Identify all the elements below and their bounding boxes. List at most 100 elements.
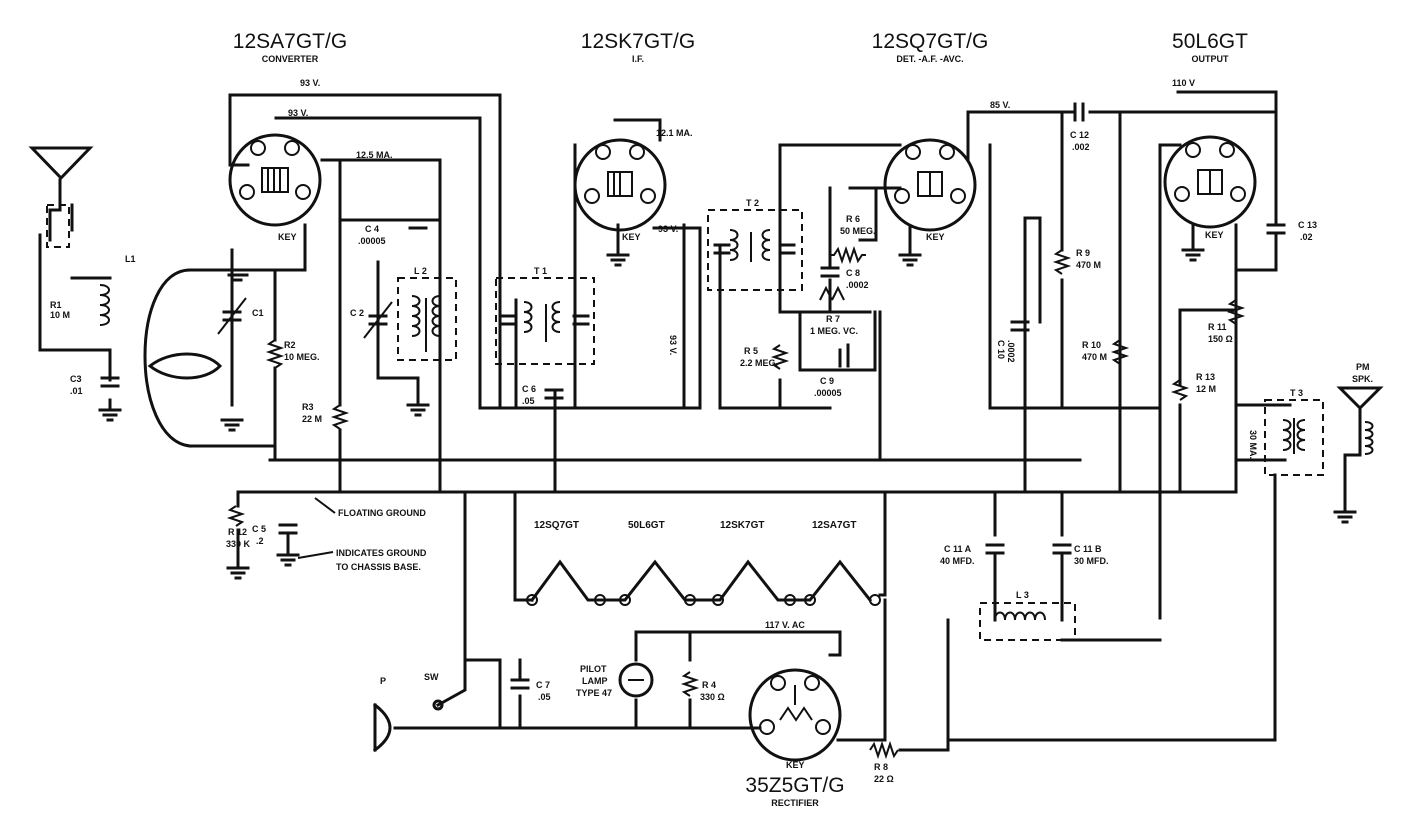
- tube5-type: 35Z5GT/G: [745, 774, 844, 797]
- label-c11a-value: 40 MFD.: [940, 556, 975, 566]
- label-r13: R 13: [1196, 372, 1215, 382]
- label-c1: C1: [252, 308, 264, 318]
- capacitors: [100, 102, 1286, 690]
- label-r7-value: 1 MEG. VC.: [810, 326, 858, 336]
- note-chassis-2: TO CHASSIS BASE.: [336, 562, 421, 572]
- tube5-key: KEY: [786, 760, 805, 770]
- wiring: [38, 90, 1292, 752]
- label-c4: C 4: [365, 224, 379, 234]
- tube1-key: KEY: [278, 232, 297, 242]
- t1-shield: [495, 277, 595, 365]
- label-r2-value: 10 MEG.: [284, 352, 320, 362]
- coils: [99, 229, 1374, 621]
- filament-label-1: 12SQ7GT: [534, 520, 579, 531]
- filament-string: [529, 559, 873, 603]
- antenna-icon: [28, 146, 94, 181]
- tube4-function: OUTPUT: [1192, 54, 1230, 64]
- label-c8-value: .0002: [846, 280, 869, 290]
- tube4-type: 50L6GT: [1172, 30, 1248, 53]
- label-c7: C 7: [536, 680, 550, 690]
- tube1-socket: [228, 133, 322, 227]
- r1-shield: [46, 204, 70, 248]
- label-r12-value: 330 K: [226, 539, 251, 549]
- label-c12: C 12: [1070, 130, 1089, 140]
- label-ac: 117 V. AC: [765, 620, 805, 630]
- label-c12-value: .002: [1072, 142, 1090, 152]
- tube3-type: 12SQ7GT/G: [872, 30, 989, 53]
- label-v3: 12.5 MA.: [356, 150, 393, 160]
- tube1-function: CONVERTER: [262, 54, 319, 64]
- label-c13-value: .02: [1300, 232, 1313, 242]
- chassis-ground-pointer: [297, 551, 334, 559]
- label-r3: R3: [302, 402, 314, 412]
- floating-ground-pointer: [314, 497, 336, 514]
- label-pilot-2: LAMP: [582, 676, 608, 686]
- tube-pins: [239, 140, 1246, 735]
- label-spk: SPK.: [1352, 374, 1373, 384]
- pilot-lamp-icon: [618, 662, 654, 698]
- label-c10: C 10: [996, 340, 1006, 359]
- label-c9: C 9: [820, 376, 834, 386]
- label-c6-value: .05: [522, 396, 535, 406]
- label-r12: R 12: [228, 527, 247, 537]
- t2-shield: [707, 209, 803, 291]
- label-r1-value: 10 M: [50, 310, 70, 320]
- label-c4-value: .00005: [358, 236, 386, 246]
- label-r7: R 7: [826, 314, 840, 324]
- t3-shield: [1264, 399, 1324, 476]
- label-r6: R 6: [846, 214, 860, 224]
- label-c5: C 5: [252, 524, 266, 534]
- tube2-type: 12SK7GT/G: [581, 30, 695, 53]
- label-r10-value: 470 M: [1082, 352, 1107, 362]
- speaker-lead: [1343, 406, 1362, 482]
- ground-symbols: [98, 223, 1357, 580]
- label-r9: R 9: [1076, 248, 1090, 258]
- tube2-function: I.F.: [632, 54, 644, 64]
- label-r5-value: 2.2 MEG.: [740, 358, 778, 368]
- ac-plug-icon: [372, 702, 392, 753]
- label-r1: R1: [50, 300, 62, 310]
- label-r11: R 11: [1208, 322, 1227, 332]
- tube4-socket: [1163, 135, 1257, 229]
- label-pilot-1: PILOT: [580, 664, 607, 674]
- label-c10-value: .0002: [1006, 340, 1016, 363]
- label-c13: C 13: [1298, 220, 1317, 230]
- label-r9-value: 470 M: [1076, 260, 1101, 270]
- tube3-socket: [883, 138, 977, 232]
- label-r4: R 4: [702, 680, 716, 690]
- label-v5: 93 V.: [658, 224, 678, 234]
- label-r6-value: 50 MEG.: [840, 226, 876, 236]
- label-c11b: C 11 B: [1074, 544, 1102, 554]
- label-r2: R2: [284, 340, 296, 350]
- label-c9-value: .00005: [814, 388, 842, 398]
- label-c3: C3: [70, 374, 82, 384]
- label-r11-value: 150 Ω: [1208, 334, 1233, 344]
- label-v9: 30 MA.: [1248, 430, 1258, 459]
- resistors: [226, 245, 1246, 760]
- note-floating-ground: FLOATING GROUND: [338, 508, 426, 518]
- label-p: P: [380, 676, 386, 686]
- label-r3-value: 22 M: [302, 414, 322, 424]
- tube3-function: DET. -A.F. -AVC.: [896, 54, 963, 64]
- tube5-socket: [748, 668, 842, 762]
- label-t1: T 1: [534, 266, 547, 276]
- label-c2: C 2: [350, 308, 364, 318]
- tube5-function: RECTIFIER: [771, 798, 819, 808]
- l2-shield: [397, 277, 457, 361]
- label-r13-value: 12 M: [1196, 384, 1216, 394]
- filament-label-2: 50L6GT: [628, 520, 665, 531]
- label-c8: C 8: [846, 268, 860, 278]
- label-v1: 93 V.: [300, 78, 320, 88]
- filament-label-4: 12SA7GT: [812, 520, 856, 531]
- label-r8: R 8: [874, 762, 888, 772]
- label-v2: 93 V.: [288, 108, 308, 118]
- speaker-icon: [1336, 386, 1384, 411]
- label-t2: T 2: [746, 198, 759, 208]
- filament-label-3: 12SK7GT: [720, 520, 764, 531]
- label-v6: 93 V.: [668, 335, 678, 355]
- tube4-key: KEY: [1205, 230, 1224, 240]
- label-l1: L1: [125, 254, 136, 264]
- label-c11b-value: 30 MFD.: [1074, 556, 1109, 566]
- label-c11a: C 11 A: [944, 544, 972, 554]
